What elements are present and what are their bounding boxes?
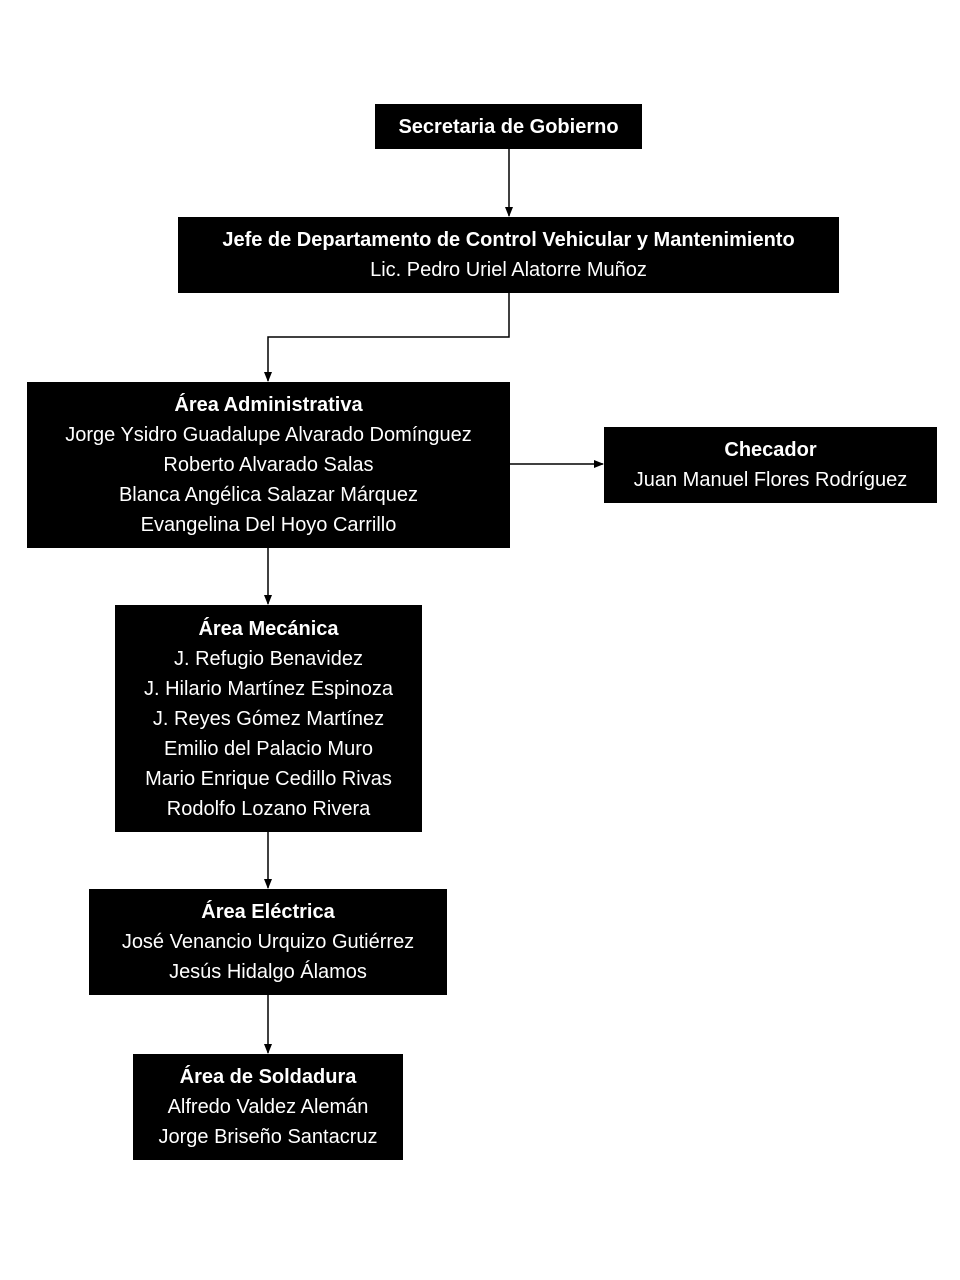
node-member: Evangelina Del Hoyo Carrillo (140, 514, 397, 536)
node-mecanica: Área Mecánica J. Refugio Benavidez J. Hi… (115, 605, 422, 832)
node-title: Área Mecánica (198, 617, 339, 640)
node-member: Mario Enrique Cedillo Rivas (145, 767, 392, 790)
node-member: Rodolfo Lozano Rivera (166, 797, 371, 820)
node-member: J. Hilario Martínez Espinoza (144, 677, 393, 700)
node-title: Jefe de Departamento de Control Vehicula… (222, 229, 795, 251)
node-title: Checador (724, 439, 817, 461)
node-member: José Venancio Urquizo Gutiérrez (121, 931, 415, 953)
node-title: Área de Soldadura (179, 1066, 357, 1088)
node-member: Alfredo Valdez Alemán (167, 1096, 369, 1118)
node-title: Secretaria de Gobierno (398, 115, 619, 138)
node-member: J. Refugio Benavidez (173, 647, 363, 670)
node-electrica: Área Eléctrica José Venancio Urquizo Gut… (89, 889, 447, 995)
node-member: Roberto Alvarado Salas (163, 454, 374, 476)
node-administrativa: Área Administrativa Jorge Ysidro Guadalu… (27, 382, 510, 548)
node-checador: Checador Juan Manuel Flores Rodríguez (604, 427, 937, 503)
node-member: J. Reyes Gómez Martínez (152, 707, 385, 730)
node-secretaria: Secretaria de Gobierno (375, 104, 642, 149)
node-title: Área Administrativa (174, 394, 363, 416)
node-member: Emilio del Palacio Muro (164, 737, 373, 760)
node-member: Lic. Pedro Uriel Alatorre Muñoz (370, 259, 647, 281)
node-jefe: Jefe de Departamento de Control Vehicula… (178, 217, 839, 293)
node-member: Blanca Angélica Salazar Márquez (118, 484, 419, 506)
node-member: Jorge Ysidro Guadalupe Alvarado Domíngue… (65, 424, 472, 446)
node-member: Juan Manuel Flores Rodríguez (633, 469, 908, 491)
node-title: Área Eléctrica (201, 901, 335, 923)
node-member: Jesús Hidalgo Álamos (169, 961, 367, 983)
node-member: Jorge Briseño Santacruz (158, 1126, 378, 1148)
connector-jefe-to-administrativa (264, 292, 510, 382)
node-soldadura: Área de Soldadura Alfredo Valdez Alemán … (133, 1054, 403, 1160)
